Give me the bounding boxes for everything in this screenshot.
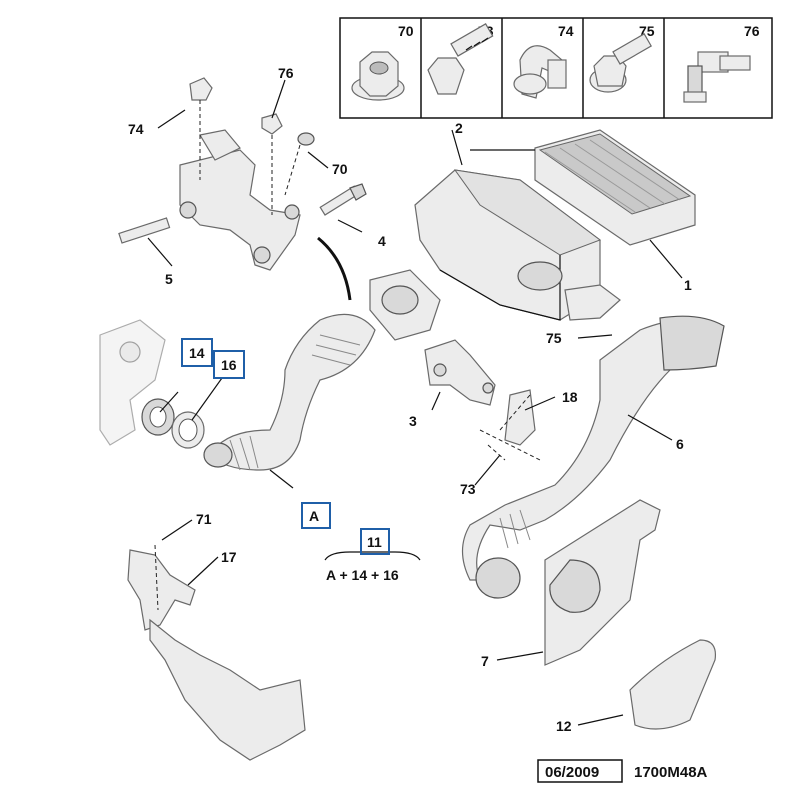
callout-12: 12 xyxy=(556,718,572,734)
callout-6: 6 xyxy=(676,436,684,452)
air-filter-housing xyxy=(414,169,621,321)
callout-5: 5 xyxy=(165,271,173,287)
callout-box-a xyxy=(301,502,331,529)
nut-part-70 xyxy=(297,132,315,146)
callout-11: 11 xyxy=(367,534,382,550)
callout-box-16 xyxy=(213,350,245,379)
fastener-legend: 70 73 74 75 76 xyxy=(339,17,773,119)
air-filter-element xyxy=(534,129,696,246)
callout-73: 73 xyxy=(460,481,476,497)
callout-7: 7 xyxy=(481,653,489,669)
legend-num-70: 70 xyxy=(398,23,414,39)
air-hose-a xyxy=(203,313,376,471)
clip-part xyxy=(189,77,213,101)
callout-1: 1 xyxy=(684,277,692,293)
legend-num-74: 74 xyxy=(558,23,574,39)
callout-a: A xyxy=(309,508,319,524)
callout-74: 74 xyxy=(128,121,144,137)
turbocharger-outline xyxy=(99,319,166,446)
footer-date-box xyxy=(537,759,623,783)
callout-75: 75 xyxy=(546,330,562,346)
callout-4: 4 xyxy=(378,233,386,249)
stud-clip-icon xyxy=(683,51,751,103)
stud-bolt xyxy=(118,217,171,244)
callout-71: 71 xyxy=(196,511,212,527)
housing-bracket xyxy=(424,339,496,406)
flange-nut-icon xyxy=(351,51,405,101)
clip-icon xyxy=(513,45,567,99)
footer-reference: 1700M48A xyxy=(634,764,708,781)
callout-18: 18 xyxy=(562,389,578,405)
legend-num-76: 76 xyxy=(744,23,760,39)
lower-bracket xyxy=(127,549,306,761)
callout-17: 17 xyxy=(221,549,237,565)
callout-3: 3 xyxy=(409,413,417,429)
screw-icon xyxy=(427,23,494,95)
callout-2: 2 xyxy=(455,120,463,136)
footer-date: 06/2009 xyxy=(545,764,599,781)
duct-bracket xyxy=(504,389,536,446)
callout-76: 76 xyxy=(278,65,294,81)
mounting-bracket xyxy=(179,129,301,271)
intake-elbow xyxy=(369,269,441,341)
kit-formula: A + 14 + 16 xyxy=(326,567,399,583)
callout-70: 70 xyxy=(332,161,348,177)
callout-14: 14 xyxy=(189,345,205,361)
flange-screw-icon xyxy=(589,33,652,93)
breather-hose xyxy=(317,236,352,301)
callout-box-11 xyxy=(360,528,390,555)
callout-16: 16 xyxy=(221,357,237,373)
bolt xyxy=(319,183,367,216)
intake-air-duct xyxy=(461,315,725,599)
air-guide-panel xyxy=(544,499,661,666)
air-scoop xyxy=(629,639,717,730)
callout-box-14 xyxy=(181,338,213,367)
